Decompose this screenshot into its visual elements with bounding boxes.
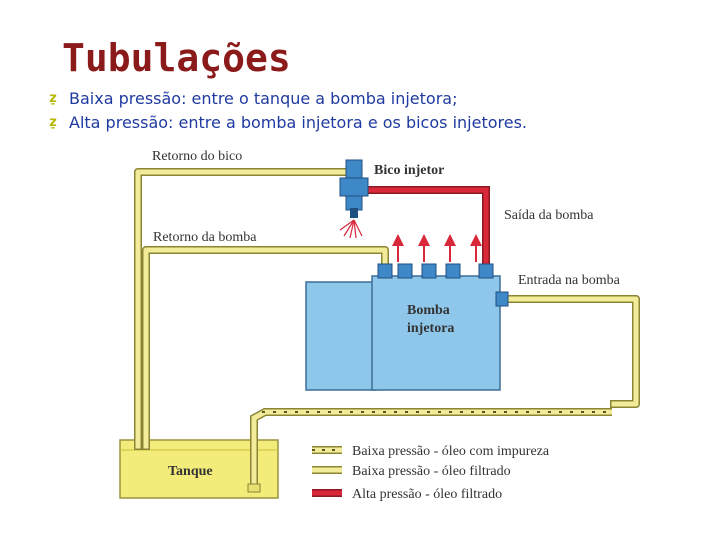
- bullet-text: Baixa pressão: entre o tanque a bomba in…: [69, 88, 458, 108]
- label-retorno-bico: Retorno do bico: [152, 149, 242, 164]
- legend-text: Baixa pressão - óleo com impureza: [352, 444, 550, 459]
- legend-text: Alta pressão - óleo filtrado: [352, 487, 502, 502]
- injection-pump: Bomba injetora: [305, 263, 509, 391]
- legend-item-filtered: Baixa pressão - óleo filtrado: [312, 464, 511, 479]
- impure-line: [247, 408, 612, 493]
- pump-label-line2: injetora: [407, 321, 454, 336]
- label-retorno-bomba: Retorno da bomba: [153, 230, 257, 245]
- low-pressure-lines: [134, 168, 640, 450]
- label-saida-bomba: Saída da bomba: [504, 208, 594, 223]
- legend-text: Baixa pressão - óleo filtrado: [352, 464, 511, 479]
- high-pressure-line: [364, 186, 490, 268]
- tank-label: Tanque: [168, 464, 213, 479]
- legend-item-high-pressure: Alta pressão - óleo filtrado: [312, 487, 502, 502]
- pressure-arrows: [392, 234, 482, 262]
- page-title: Tubulações: [62, 36, 291, 80]
- pump-label-line1: Bomba: [407, 303, 450, 318]
- bullet-item: ẕ Alta pressão: entre a bomba injetora e…: [46, 110, 527, 134]
- bullet-item: ẕ Baixa pressão: entre o tanque a bomba …: [46, 86, 527, 110]
- label-entrada-bomba: Entrada na bomba: [518, 273, 621, 288]
- legend-item-impure: Baixa pressão - óleo com impureza: [312, 444, 550, 459]
- bullet-list: ẕ Baixa pressão: entre o tanque a bomba …: [46, 86, 527, 134]
- injector: [339, 159, 369, 239]
- z-glyph-bullet-icon: ẕ: [49, 114, 57, 130]
- bullet-text: Alta pressão: entre a bomba injetora e o…: [69, 112, 527, 132]
- label-bico-injetor: Bico injetor: [374, 163, 444, 178]
- z-glyph-bullet-icon: ẕ: [49, 90, 57, 106]
- legend: Baixa pressão - óleo com impureza Baixa …: [312, 444, 550, 502]
